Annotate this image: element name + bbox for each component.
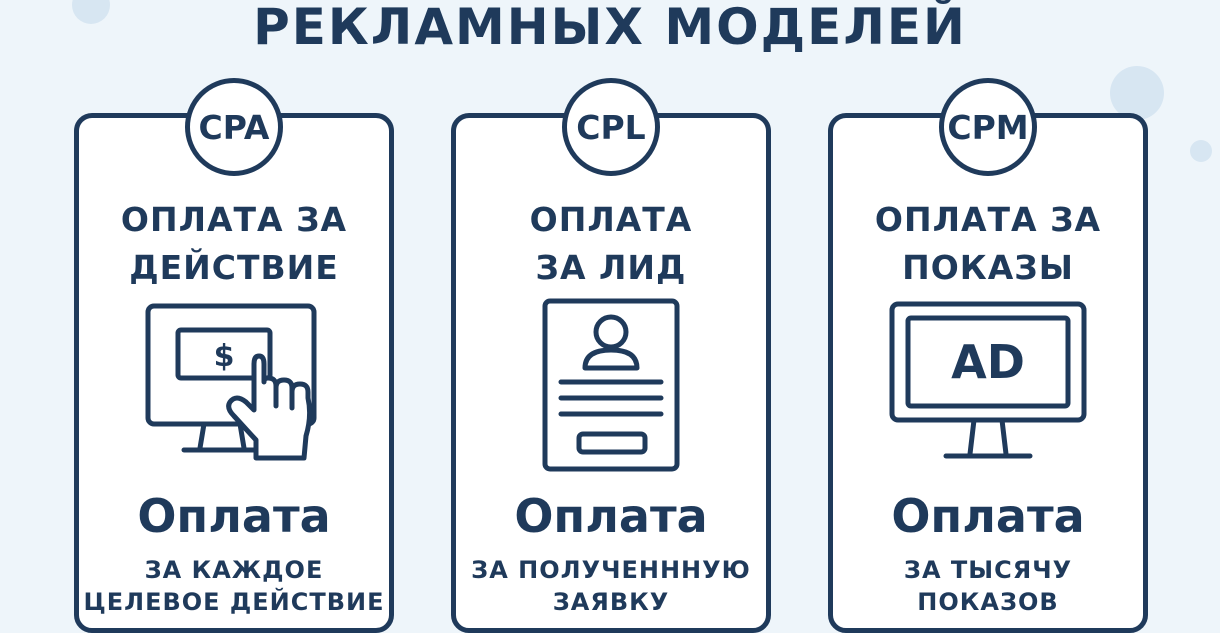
card-description-line: ПОКАЗОВ [917,588,1059,616]
card-title-line: ЗА ЛИД [535,248,687,287]
card-description: ЗА КАЖДОЕ ЦЕЛЕВОЕ ДЕЙСТВИЕ [79,554,389,618]
monitor-ad-icon: AD [833,298,1143,470]
card-description: ЗА ТЫСЯЧУ ПОКАЗОВ [833,554,1143,618]
card-description-line: ЗА ПОЛУЧЕНННУЮ [471,556,751,584]
card-cpm: ОПЛАТА ЗА ПОКАЗЫ AD Оплата ЗА ТЫСЯЧУ ПОК… [828,113,1148,633]
card-title-line: ПОКАЗЫ [902,248,1074,287]
pay-label: Оплата [891,489,1085,543]
badge-cpa: CPA [185,78,283,176]
card-cpa: ОПЛАТА ЗА ДЕЙСТВИЕ $ Оплата ЗА КАЖДОЕ ЦЕ… [74,113,394,633]
pay-label: Оплата [137,489,331,543]
headline: РЕКЛАМНЫХ МОДЕЛЕЙ [253,0,967,56]
background-dot [1110,66,1164,120]
card-title-line: ОПЛАТА [529,200,693,239]
card-description-line: ЦЕЛЕВОЕ ДЕЙСТВИЕ [83,588,385,616]
card-title: ОПЛАТА ЗА ПОКАЗЫ [833,196,1143,292]
background-dot [1190,140,1212,162]
card-description-line: ЗА ТЫСЯЧУ [903,556,1073,584]
card-description: ЗА ПОЛУЧЕНННУЮ ЗАЯВКУ [456,554,766,618]
card-cpl: ОПЛАТА ЗА ЛИД Оплата ЗА ПОЛУЧЕНННУЮ ЗАЯВ… [451,113,771,633]
card-title: ОПЛАТА ЗА ДЕЙСТВИЕ [79,196,389,292]
svg-text:$: $ [214,339,235,374]
badge-cpl: CPL [562,78,660,176]
badge-cpm: CPM [939,78,1037,176]
pay-label: Оплата [514,489,708,543]
lead-form-document-icon [456,298,766,472]
card-description-line: ЗАЯВКУ [552,588,670,616]
card-title-line: ОПЛАТА ЗА [874,200,1102,239]
card-title-line: ДЕЙСТВИЕ [129,248,339,287]
card-description-line: ЗА КАЖДОЕ [144,556,324,584]
monitor-with-dollar-and-hand-pointer-icon: $ [79,298,389,470]
card-title-line: ОПЛАТА ЗА [120,200,348,239]
ad-label: AD [951,335,1025,389]
card-title: ОПЛАТА ЗА ЛИД [456,196,766,292]
